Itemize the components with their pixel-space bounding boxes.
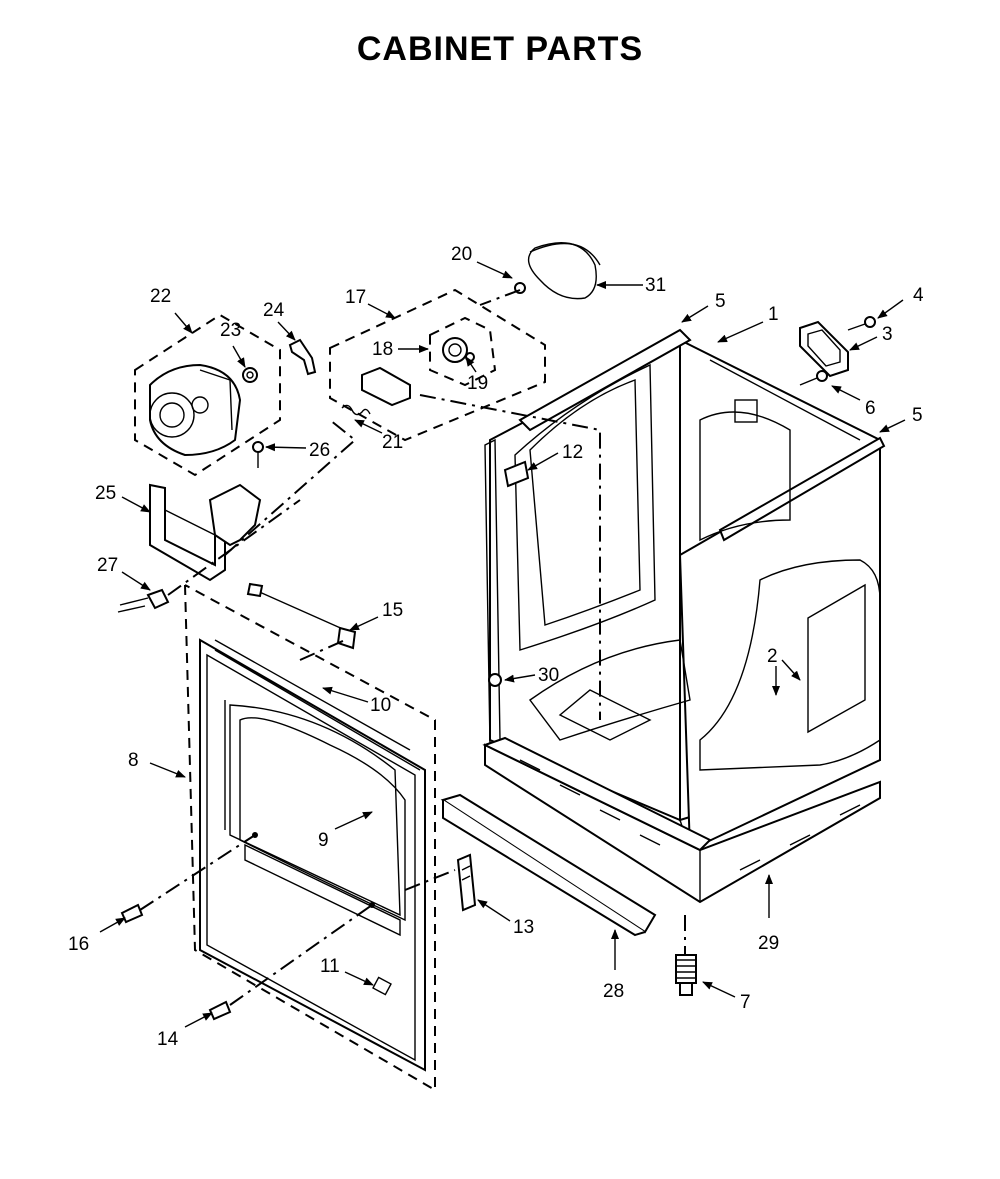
motor-group-outline xyxy=(134,313,281,477)
callout-29: 29 xyxy=(758,933,779,954)
access-cover xyxy=(799,320,849,378)
callout-3: 3 xyxy=(882,324,893,345)
screw-16 xyxy=(120,903,144,924)
callout-5-right: 5 xyxy=(912,405,923,426)
callout-21: 21 xyxy=(382,432,403,453)
callout-labels: 1 2 3 4 5 5 6 7 8 9 10 11 12 13 14 15 16… xyxy=(68,244,924,1050)
callout-23: 23 xyxy=(220,320,241,341)
motor-clip xyxy=(288,338,317,376)
screw-30 xyxy=(488,673,502,687)
drive-motor xyxy=(149,363,242,457)
leader-lines xyxy=(99,261,906,1028)
drive-belt xyxy=(527,242,601,300)
callout-5-top: 5 xyxy=(715,291,726,312)
callout-16: 16 xyxy=(68,934,89,955)
callout-26: 26 xyxy=(309,440,330,461)
screw-6 xyxy=(799,370,828,386)
callout-13: 13 xyxy=(513,917,534,938)
base xyxy=(482,736,881,904)
switch xyxy=(117,588,170,613)
callout-10: 10 xyxy=(370,695,391,716)
pulley xyxy=(242,367,258,383)
screw-4 xyxy=(847,316,876,331)
motor-mount xyxy=(149,483,262,582)
wire-harness xyxy=(246,582,357,650)
callout-4: 4 xyxy=(913,285,924,306)
callout-30: 30 xyxy=(538,665,559,686)
callout-15: 15 xyxy=(382,600,403,621)
toe-kick xyxy=(440,793,657,937)
door-switch xyxy=(503,460,530,488)
callout-7: 7 xyxy=(740,992,751,1013)
callout-28: 28 xyxy=(603,981,624,1002)
idler-bracket xyxy=(361,366,411,407)
page-title: CABINET PARTS xyxy=(356,30,644,68)
callout-9: 9 xyxy=(318,830,329,851)
idler-group-outline xyxy=(329,288,546,442)
front-panel-group-outline xyxy=(184,584,436,1092)
idler-pulley xyxy=(442,337,475,363)
callout-12: 12 xyxy=(562,442,583,463)
leveling-leg xyxy=(675,954,697,996)
callout-1: 1 xyxy=(768,304,779,325)
callout-17: 17 xyxy=(345,287,366,308)
front-panel xyxy=(199,638,426,1072)
idler-spring xyxy=(341,404,371,416)
assembly-lines xyxy=(139,289,686,1006)
idler-pulley-outline xyxy=(429,316,497,387)
callout-24: 24 xyxy=(263,300,285,321)
callout-8: 8 xyxy=(128,750,139,771)
cabinet xyxy=(484,328,886,852)
callout-20: 20 xyxy=(451,244,472,265)
callout-19: 19 xyxy=(467,373,488,394)
door-latch xyxy=(456,853,477,912)
callout-31: 31 xyxy=(645,275,666,296)
front-panel-top-rail xyxy=(214,639,411,751)
callout-27: 27 xyxy=(97,555,118,576)
callout-11: 11 xyxy=(320,956,340,977)
screw-14 xyxy=(208,1000,232,1021)
callout-2: 2 xyxy=(767,646,778,667)
screw-26 xyxy=(252,441,264,468)
callout-6: 6 xyxy=(865,398,876,419)
callout-14: 14 xyxy=(157,1029,179,1050)
callout-22: 22 xyxy=(150,286,171,307)
callout-18: 18 xyxy=(372,339,393,360)
callout-25: 25 xyxy=(95,483,116,504)
